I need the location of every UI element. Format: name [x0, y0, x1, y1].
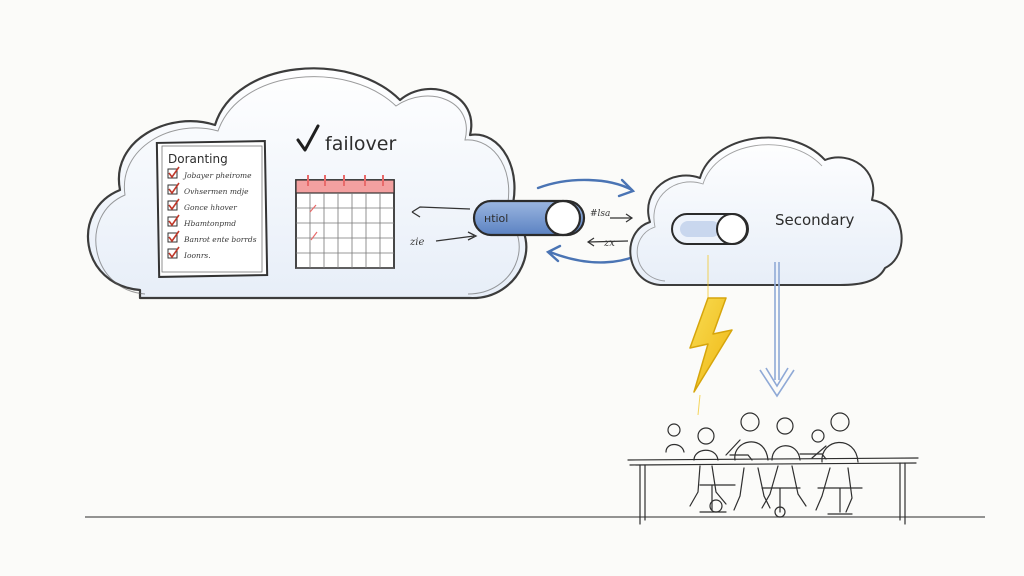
- checklist-card: [155, 140, 269, 278]
- primary-switch: [472, 199, 586, 237]
- secondary-arrows: [586, 213, 634, 247]
- checklist-item-label: Ioonrs.: [183, 251, 211, 260]
- down-arrow-icon: [759, 262, 795, 398]
- checklist-item: Ioonrs.: [167, 246, 211, 260]
- checkbox-icon: [167, 232, 178, 243]
- team-sketch: [627, 412, 919, 525]
- note-left: zie: [409, 237, 424, 248]
- red-check-icon: [168, 182, 180, 195]
- checklist-item: Gonce hhover: [167, 198, 237, 212]
- red-check-icon: [168, 246, 180, 259]
- secondary-label: Secondary: [775, 211, 855, 229]
- checklist-item-label: Jobayer pheirome: [182, 171, 252, 180]
- checkbox-icon: [167, 216, 178, 227]
- checklist-heading: Doranting: [168, 152, 228, 166]
- checklist-item: Hbamtonpmd: [167, 214, 236, 228]
- checklist-item-label: Ovhsermen mdje: [184, 187, 249, 196]
- checklist-item: Ovhsermen mdje: [167, 182, 249, 196]
- checkbox-icon: [167, 184, 178, 195]
- lightning-icon: [689, 297, 733, 416]
- secondary-switch: [671, 213, 749, 245]
- switch-label: ʜtiol: [484, 212, 508, 225]
- checkmark-icon: [296, 124, 320, 152]
- note-top: #lsa: [590, 209, 610, 219]
- secondary-cloud: [629, 136, 903, 286]
- red-check-icon: [168, 230, 180, 243]
- failover-title: failover: [325, 133, 396, 155]
- checklist-item-label: Banrot ente borrds: [183, 235, 257, 244]
- note-bottom: zx: [603, 238, 615, 249]
- checklist-item: Banrot ente borrds: [167, 230, 257, 244]
- calendar-icon: [295, 175, 395, 269]
- checklist-item-label: Gonce hhover: [184, 203, 237, 212]
- red-check-icon: [168, 214, 180, 227]
- red-check-icon: [168, 166, 180, 179]
- checklist-item: Jobayer pheirome: [167, 166, 252, 180]
- primary-arrows: [411, 206, 478, 242]
- checkbox-icon: [167, 248, 178, 259]
- red-check-icon: [168, 198, 180, 211]
- checklist-item-label: Hbamtonpmd: [183, 219, 236, 228]
- checkbox-icon: [167, 200, 178, 211]
- checkbox-icon: [167, 168, 178, 179]
